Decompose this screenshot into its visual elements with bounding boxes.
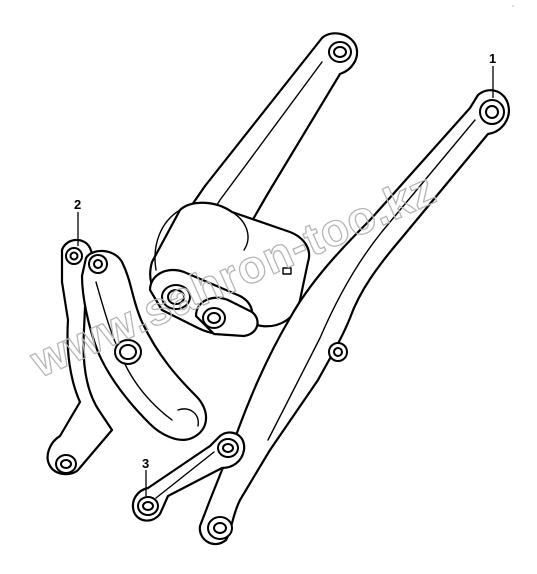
callout-1: 1: [489, 51, 496, 98]
corner-code: °: [512, 5, 514, 11]
callout-2: 2: [74, 197, 81, 246]
bell-crank: [46, 238, 208, 476]
callout-2-label: 2: [74, 197, 81, 212]
connecting-link: [131, 431, 246, 522]
callout-3-label: 3: [142, 456, 149, 471]
callout-3: 3: [142, 456, 149, 496]
main-boom: [198, 89, 510, 546]
grease-fitting-icon: [282, 267, 292, 275]
callout-1-label: 1: [489, 51, 496, 66]
rear-arm-hub: [148, 268, 259, 338]
